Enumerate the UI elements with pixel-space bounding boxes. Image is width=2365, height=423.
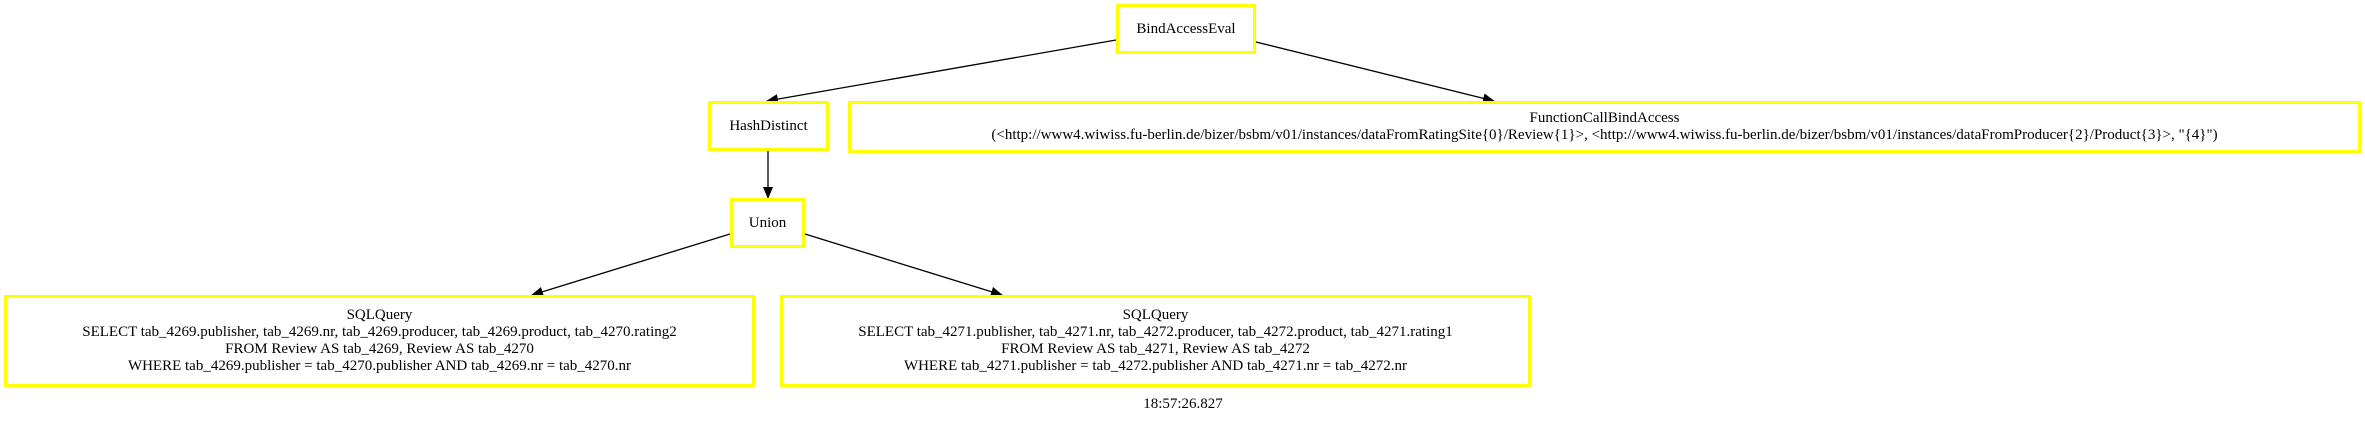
sql-select-line: SELECT tab_4271.publisher, tab_4271.nr, … — [858, 324, 1453, 340]
node-label: HashDistinct — [729, 117, 808, 134]
node-title: SQLQuery — [1122, 307, 1189, 323]
node-label: Union — [748, 214, 787, 231]
node-detail: (<http://www4.wiwiss.fu-berlin.de/bizer/… — [991, 127, 2218, 143]
node-sqlquery-2: SQLQuery SELECT tab_4271.publisher, tab_… — [780, 295, 1531, 387]
sql-from-line: FROM Review AS tab_4271, Review AS tab_4… — [1001, 341, 1310, 357]
edge-union-to-sqlquery-1 — [531, 233, 731, 297]
node-title: FunctionCallBindAccess — [1529, 110, 1680, 126]
timestamp: 18:57:26.827 — [1143, 396, 1223, 412]
edge-union-to-sqlquery-2 — [804, 233, 1003, 297]
node-union: Union — [730, 198, 805, 248]
sql-where-line: WHERE tab_4269.publisher = tab_4270.publ… — [127, 358, 632, 374]
node-sqlquery-1: SQLQuery SELECT tab_4269.publisher, tab_… — [4, 295, 755, 387]
sql-from-line: FROM Review AS tab_4269, Review AS tab_4… — [225, 341, 534, 357]
node-functioncallbindaccess: FunctionCallBindAccess (<http://www4.wiw… — [848, 101, 2361, 153]
edge-bindaccesseval-to-functioncallbindaccess — [1255, 41, 1495, 104]
sql-where-line: WHERE tab_4271.publisher = tab_4272.publ… — [903, 358, 1408, 374]
node-label: BindAccessEval — [1136, 20, 1236, 37]
sql-select-line: SELECT tab_4269.publisher, tab_4269.nr, … — [82, 324, 677, 340]
node-title: SQLQuery — [346, 307, 413, 323]
node-bindaccesseval: BindAccessEval — [1116, 4, 1256, 54]
node-hashdistinct: HashDistinct — [708, 101, 829, 151]
edge-bindaccesseval-to-hashdistinct — [766, 39, 1117, 105]
